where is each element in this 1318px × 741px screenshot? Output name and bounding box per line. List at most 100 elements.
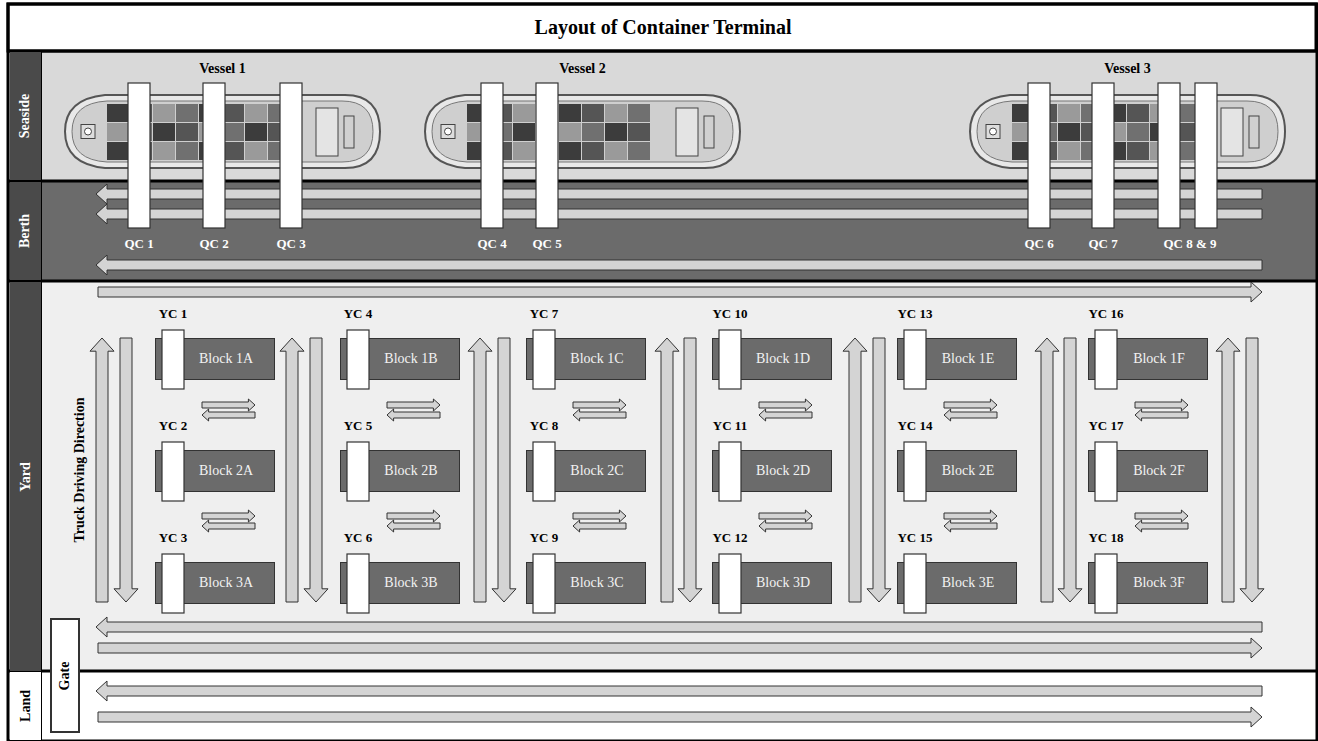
block-label: Block 2E [942, 463, 995, 479]
yard-ground [8, 281, 1318, 671]
block-label: Block 2B [384, 463, 437, 479]
container-stack [153, 123, 175, 141]
container-stack [176, 123, 198, 141]
direction-arrow [387, 520, 440, 532]
yard-crane [162, 330, 184, 389]
direction-arrow [1035, 338, 1059, 602]
title-frame [8, 4, 1316, 51]
container-stack [559, 142, 581, 160]
yard-block: Block 2C [526, 450, 646, 492]
direction-arrow [944, 399, 997, 411]
zone-label: Berth [18, 214, 34, 248]
yard-crane-label: YC 2 [159, 418, 188, 434]
vessel-box: Vessel 3 [970, 61, 1285, 171]
quay-crane-label: QC 1 [124, 236, 153, 252]
block-label: Block 3D [756, 575, 810, 591]
yard-crane [533, 554, 555, 613]
vessel-deck [432, 101, 733, 162]
container-stack [582, 142, 604, 160]
yard-crane-label: YC 17 [1088, 418, 1123, 434]
container-stack [1058, 123, 1080, 141]
direction-arrow [759, 510, 812, 522]
vessel-superstructure [1249, 116, 1259, 148]
quay-crane [1092, 83, 1114, 228]
direction-arrow [573, 399, 626, 411]
block-label: Block 3C [570, 575, 623, 591]
yard-block: Block 3C [526, 562, 646, 604]
direction-label: Truck Driving Direction [72, 398, 88, 543]
container-stack [1127, 104, 1149, 122]
direction-arrow [759, 399, 812, 411]
direction-arrow [98, 707, 1262, 727]
quay-crane [481, 83, 503, 228]
yard-crane-label: YC 3 [159, 530, 188, 546]
container-stack [245, 142, 267, 160]
yard-crane-label: YC 16 [1088, 306, 1123, 322]
yard-block: Block 2D [712, 450, 832, 492]
yard-crane-label: YC 8 [530, 418, 559, 434]
block-label: Block 1D [756, 351, 810, 367]
block-label: Block 2A [199, 463, 253, 479]
container-stack [245, 104, 267, 122]
container-stack [605, 104, 627, 122]
band-separator [8, 280, 1318, 283]
yard-crane-label: YC 10 [712, 306, 747, 322]
direction-arrow [944, 510, 997, 522]
direction-arrow [944, 520, 997, 532]
vessel-hull [970, 95, 1285, 168]
vessel-label: Vessel 2 [559, 61, 606, 77]
yard-crane-label: YC 4 [344, 306, 373, 322]
container-stack [513, 104, 535, 122]
direction-arrow [492, 338, 516, 602]
direction-arrow [387, 409, 440, 421]
yard-block: Block 1E [897, 338, 1017, 380]
quay-crane-label: QC 7 [1088, 236, 1117, 252]
container-stack [559, 123, 581, 141]
zone-band: Vessel 1 Vessel 2 Vessel 3 Seaside [8, 52, 1318, 180]
vessel-superstructure [704, 116, 714, 148]
yard-crane [1095, 442, 1117, 501]
yard-crane-label: YC 11 [713, 418, 747, 434]
yard-crane-label: YC 13 [897, 306, 932, 322]
container-stack [107, 123, 129, 141]
yard-crane-label: YC 1 [159, 306, 188, 322]
vessel-bridge [986, 125, 1000, 139]
direction-arrow [468, 338, 492, 602]
quay-crane [1158, 83, 1180, 228]
direction-arrow [280, 338, 304, 602]
block-label: Block 3E [942, 575, 995, 591]
direction-arrow [759, 409, 812, 421]
container-stack [582, 104, 604, 122]
yard-crane [719, 554, 741, 613]
container-stack [176, 104, 198, 122]
vessel-superstructure [344, 116, 354, 148]
direction-arrow [96, 255, 1262, 275]
vessel-hull [425, 95, 740, 168]
container-stack [628, 123, 650, 141]
band-strip: Seaside [10, 52, 41, 180]
vessel-superstructure [316, 108, 338, 156]
container-stack [1127, 142, 1149, 160]
block-label: Block 2D [756, 463, 810, 479]
direction-arrow [678, 338, 702, 602]
block-label: Block 1E [942, 351, 995, 367]
outer-frame [8, 4, 1317, 741]
direction-arrow [96, 681, 1262, 701]
container-stack [628, 142, 650, 160]
yard-block: Block 3B [340, 562, 460, 604]
zone-label: Land [18, 690, 34, 722]
yard-crane [904, 554, 926, 613]
direction-arrow [202, 520, 255, 532]
direction-arrow [387, 510, 440, 522]
container-stack [628, 104, 650, 122]
vessel-superstructure [1221, 108, 1243, 156]
block-label: Block 3B [384, 575, 437, 591]
zone-label: Seaside [18, 94, 34, 138]
direction-arrow [202, 399, 255, 411]
quay-crane-label: QC 2 [199, 236, 228, 252]
direction-arrow [1135, 409, 1188, 421]
vessel-label: Vessel 1 [199, 61, 246, 77]
block-label: Block 2C [570, 463, 623, 479]
container-stack [582, 123, 604, 141]
